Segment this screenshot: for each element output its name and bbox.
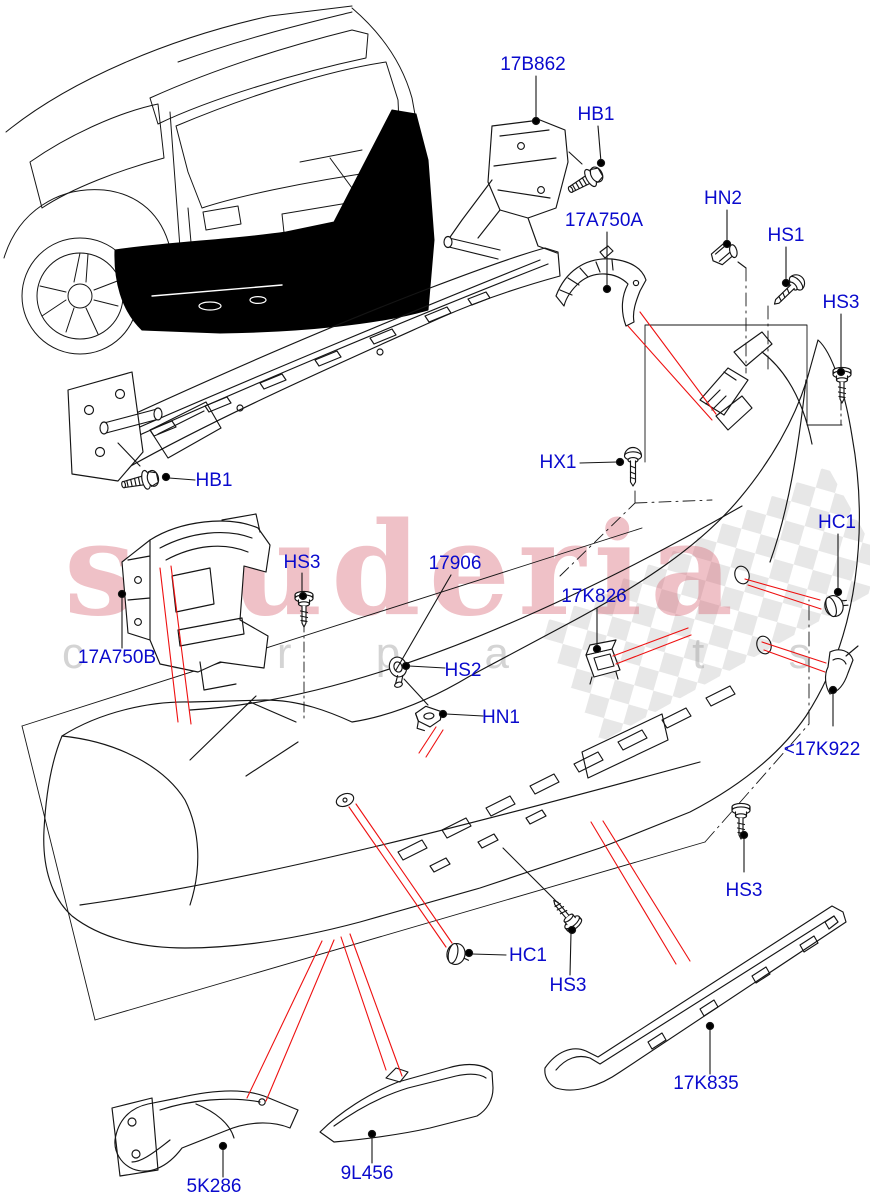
- part-label-17K835[interactable]: 17K835: [673, 1073, 739, 1094]
- vehicle-rear-illustration: [3, 5, 435, 355]
- construction-lines: [21, 267, 843, 1021]
- screw-icon-hs1[interactable]: [768, 270, 809, 311]
- plug-icon-hc1-right[interactable]: [821, 591, 851, 620]
- part-label-9L456[interactable]: 9L456: [340, 1163, 394, 1184]
- screw-icon-hx1[interactable]: [623, 446, 643, 487]
- trim-9L456-part[interactable]: [319, 1063, 494, 1143]
- push-pin-icon-hs3-bottom[interactable]: [546, 894, 585, 935]
- part-label-17B862[interactable]: 17B862: [500, 54, 566, 75]
- part-label-17K922[interactable]: <17K922: [783, 739, 861, 760]
- bumper-corner-brackets: [699, 331, 773, 431]
- fastener-label-hx1[interactable]: HX1: [539, 452, 577, 473]
- fastener-label-hs1[interactable]: HS1: [767, 225, 805, 246]
- part-label-5K286[interactable]: 5K286: [186, 1176, 242, 1197]
- part-label-17A750B[interactable]: 17A750B: [77, 647, 157, 668]
- bumper-cover-17906-part[interactable]: [43, 331, 860, 949]
- fastener-label-hc1-right[interactable]: HC1: [817, 512, 857, 533]
- fastener-label-hb1-top[interactable]: HB1: [577, 104, 615, 125]
- clip-icon-hn1[interactable]: [414, 704, 444, 732]
- bumper-face-slots: [397, 685, 736, 873]
- fastener-label-hb1-left[interactable]: HB1: [195, 470, 233, 491]
- bracket-17K826-part[interactable]: [585, 639, 621, 685]
- bracket-17B862-part[interactable]: [443, 119, 569, 260]
- bumper-beam-part[interactable]: [67, 247, 561, 482]
- support-17A750B-part[interactable]: [121, 513, 271, 691]
- fastener-label-hs3-topright[interactable]: HS3: [822, 292, 860, 313]
- beam-slots: [149, 291, 491, 437]
- clip-17K922-part[interactable]: [824, 645, 859, 695]
- fastener-label-hn2[interactable]: HN2: [703, 188, 743, 209]
- fastener-label-hs3-midright[interactable]: HS3: [725, 880, 763, 901]
- part-label-17A750A[interactable]: 17A750A: [564, 210, 644, 231]
- fastener-label-hs2[interactable]: HS2: [444, 660, 482, 681]
- bracket-17A750A-part[interactable]: [555, 245, 647, 327]
- bolt-icon-hb1-top[interactable]: [563, 162, 607, 200]
- fastener-label-hc1-bottom[interactable]: HC1: [508, 945, 548, 966]
- red-locator-lines: [159, 311, 827, 1102]
- part-label-17906[interactable]: 17906: [428, 553, 482, 574]
- part-label-17K826[interactable]: 17K826: [561, 586, 627, 607]
- tow-eye-mark: [335, 792, 355, 808]
- fastener-label-hs3-bottom[interactable]: HS3: [549, 975, 587, 996]
- trim-17K835-part[interactable]: [544, 905, 847, 1091]
- fastener-label-hs3-left[interactable]: HS3: [283, 552, 321, 573]
- fastener-label-hn1[interactable]: HN1: [481, 707, 521, 728]
- leader-lines: [117, 75, 846, 1178]
- bracket-5K286-part[interactable]: [111, 1090, 299, 1177]
